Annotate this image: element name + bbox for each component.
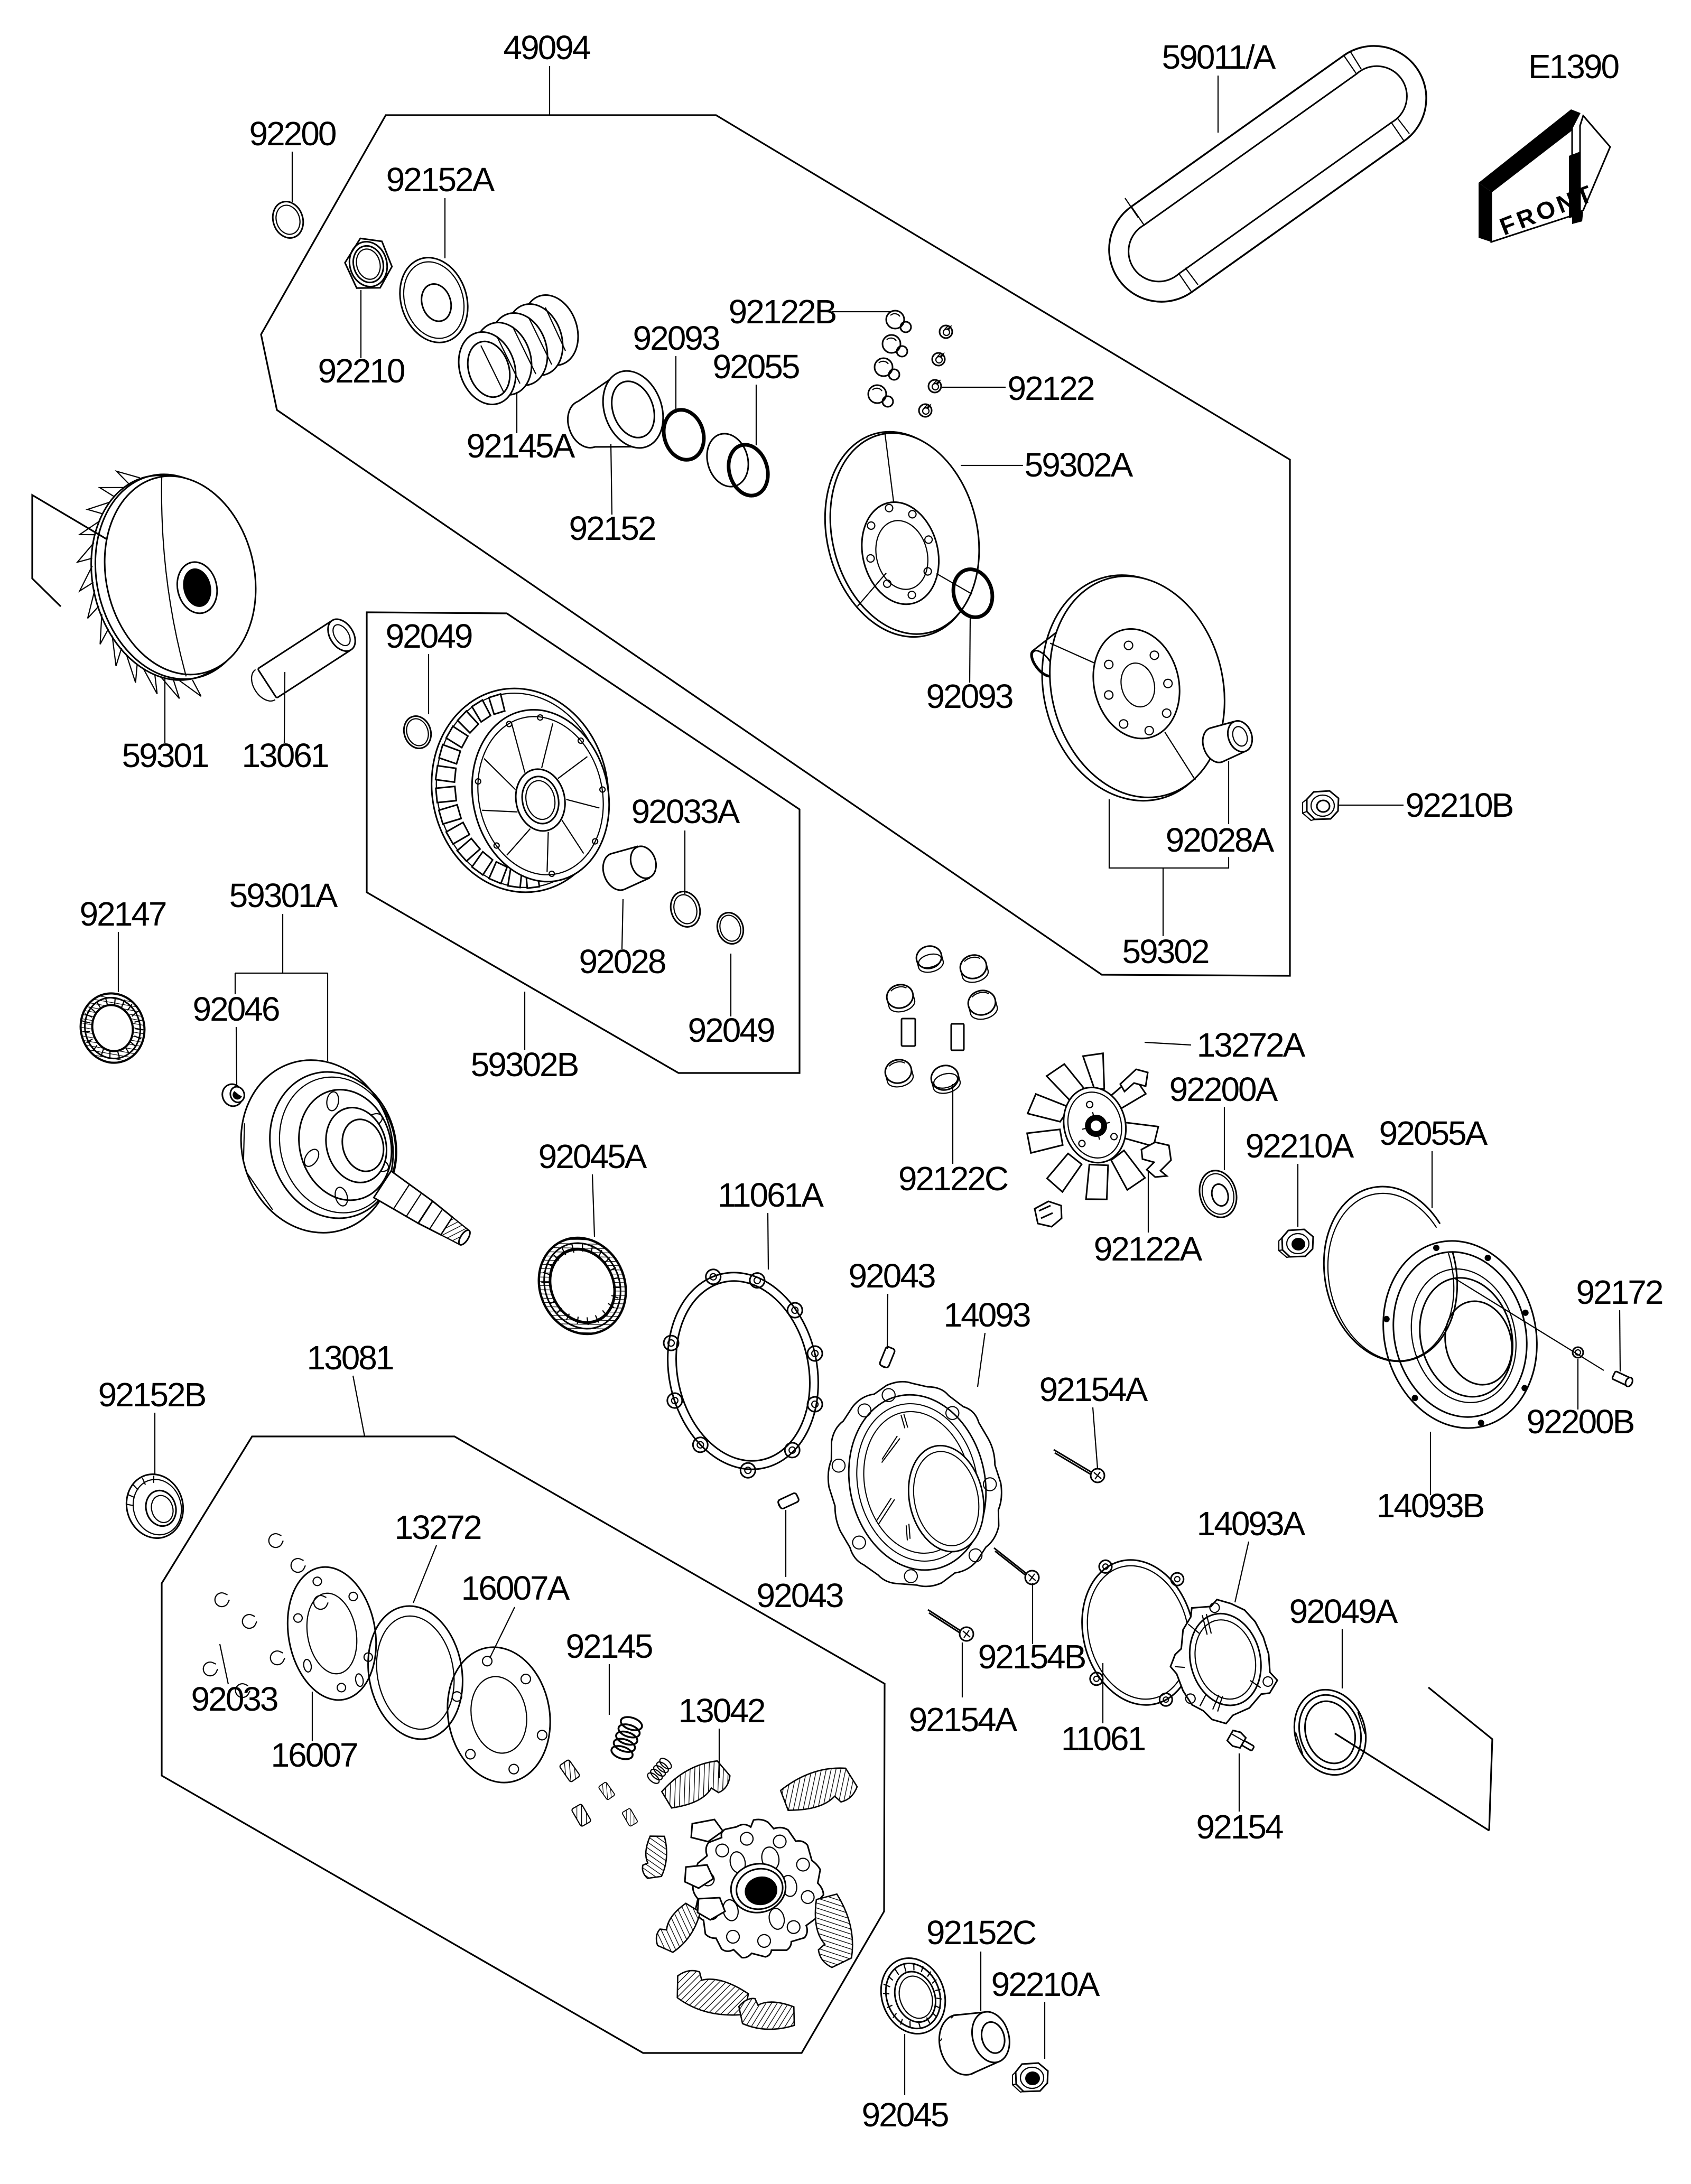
svg-text:92122: 92122	[1008, 369, 1094, 407]
svg-text:92154B: 92154B	[978, 1638, 1085, 1676]
svg-text:92049: 92049	[688, 1011, 774, 1049]
svg-text:11061: 11061	[1061, 1720, 1145, 1758]
svg-text:92210A: 92210A	[1246, 1127, 1354, 1165]
svg-text:14093: 14093	[944, 1296, 1030, 1334]
svg-text:59302B: 59302B	[471, 1046, 578, 1084]
svg-text:92122C: 92122C	[898, 1160, 1008, 1198]
svg-text:92172: 92172	[1576, 1273, 1662, 1311]
svg-text:49094: 49094	[504, 29, 590, 67]
svg-text:16007: 16007	[271, 1736, 357, 1774]
svg-text:92147: 92147	[80, 895, 166, 933]
svg-text:13272: 13272	[395, 1508, 481, 1546]
svg-text:92043: 92043	[849, 1257, 935, 1295]
svg-text:92043: 92043	[757, 1576, 843, 1614]
svg-text:92154A: 92154A	[1039, 1370, 1148, 1408]
svg-text:16007A: 16007A	[461, 1569, 570, 1607]
svg-text:92028A: 92028A	[1166, 821, 1275, 859]
svg-text:13042: 13042	[679, 1692, 765, 1730]
svg-text:92033: 92033	[191, 1680, 277, 1718]
svg-text:59301A: 59301A	[229, 876, 338, 914]
svg-text:92200B: 92200B	[1527, 1403, 1634, 1441]
svg-text:92122A: 92122A	[1094, 1230, 1203, 1268]
svg-text:13061: 13061	[242, 736, 328, 774]
svg-text:92046: 92046	[193, 990, 279, 1028]
svg-text:92200A: 92200A	[1169, 1070, 1278, 1108]
svg-text:92210A: 92210A	[991, 1965, 1100, 2003]
svg-text:59302: 59302	[1122, 932, 1209, 970]
svg-text:92152C: 92152C	[926, 1914, 1036, 1952]
svg-text:92145A: 92145A	[467, 427, 575, 465]
svg-text:92049: 92049	[386, 617, 472, 655]
svg-text:59302A: 59302A	[1025, 446, 1133, 484]
svg-text:92210B: 92210B	[1406, 786, 1513, 824]
svg-text:92152: 92152	[569, 509, 655, 547]
svg-text:13272A: 13272A	[1197, 1026, 1306, 1064]
svg-text:92145: 92145	[566, 1627, 652, 1665]
svg-text:92055A: 92055A	[1379, 1114, 1488, 1152]
svg-text:59011/A: 59011/A	[1162, 38, 1276, 76]
svg-text:14093A: 14093A	[1197, 1505, 1306, 1543]
svg-text:92028: 92028	[579, 942, 665, 981]
svg-text:92093: 92093	[926, 677, 1012, 715]
svg-text:E1390: E1390	[1528, 48, 1619, 86]
svg-text:92154A: 92154A	[909, 1701, 1018, 1739]
svg-text:59301: 59301	[122, 736, 208, 774]
svg-text:92200: 92200	[249, 115, 336, 153]
svg-text:11061A: 11061A	[718, 1176, 824, 1214]
svg-text:92152A: 92152A	[386, 161, 495, 199]
svg-text:92154: 92154	[1196, 1808, 1283, 1846]
svg-text:92055: 92055	[713, 348, 799, 386]
svg-text:92045A: 92045A	[538, 1137, 647, 1175]
svg-text:92093: 92093	[633, 319, 719, 357]
svg-text:13081: 13081	[307, 1339, 393, 1377]
svg-text:92152B: 92152B	[98, 1376, 206, 1414]
svg-text:92122B: 92122B	[729, 293, 836, 331]
svg-text:92045: 92045	[862, 2096, 948, 2134]
svg-text:92049A: 92049A	[1289, 1592, 1398, 1630]
svg-text:92033A: 92033A	[631, 792, 740, 830]
svg-text:92210: 92210	[318, 352, 405, 390]
